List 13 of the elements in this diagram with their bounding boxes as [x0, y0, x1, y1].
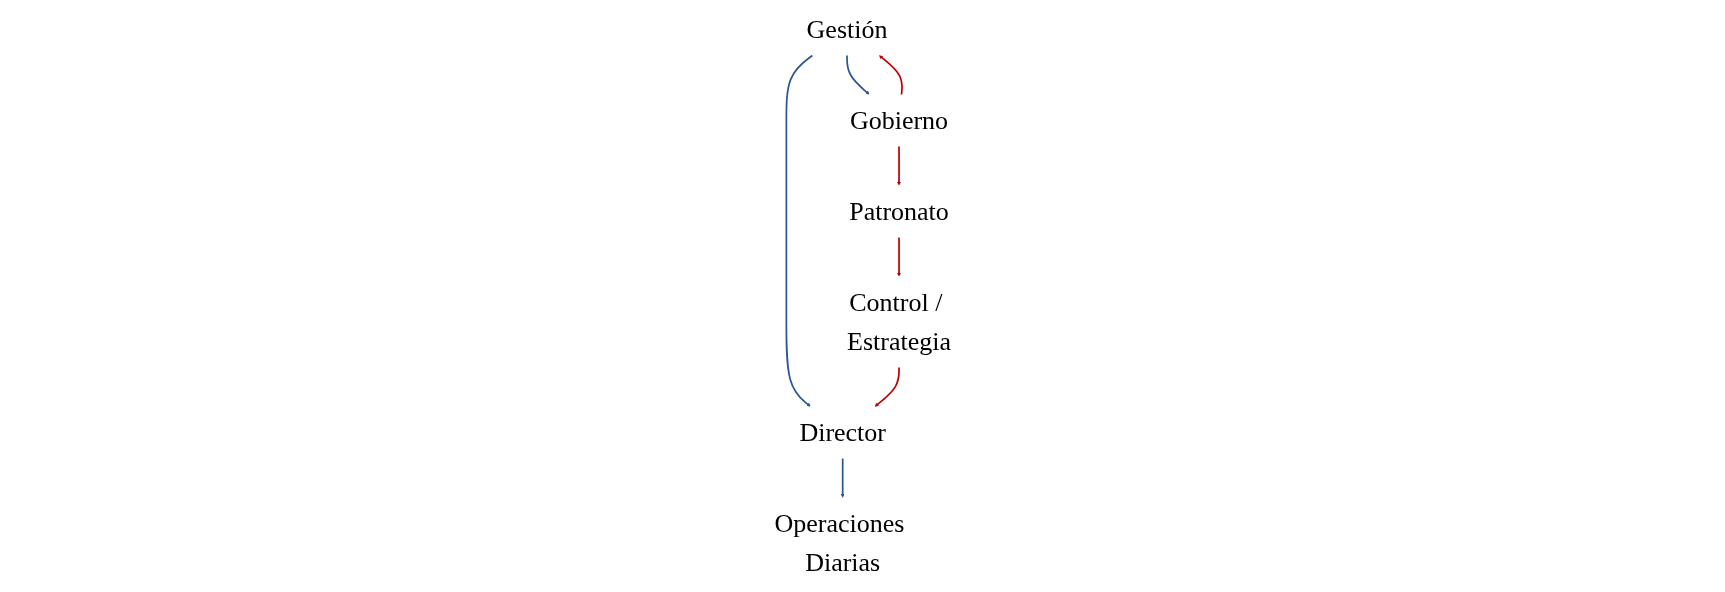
node-text: Control / Estrategia	[846, 288, 951, 356]
node-text: Gobierno	[849, 106, 948, 135]
arrow	[874, 366, 900, 407]
arrow	[896, 236, 901, 277]
node-text: Gestión	[806, 15, 888, 44]
arrow	[845, 54, 870, 95]
arrow	[785, 54, 813, 407]
node-text: Director	[799, 418, 886, 447]
arrow	[840, 457, 845, 498]
arrow	[878, 55, 903, 96]
node-text: Operaciones Diarias	[774, 509, 905, 577]
arrow	[896, 145, 901, 186]
node-text: Patronato	[848, 197, 949, 226]
